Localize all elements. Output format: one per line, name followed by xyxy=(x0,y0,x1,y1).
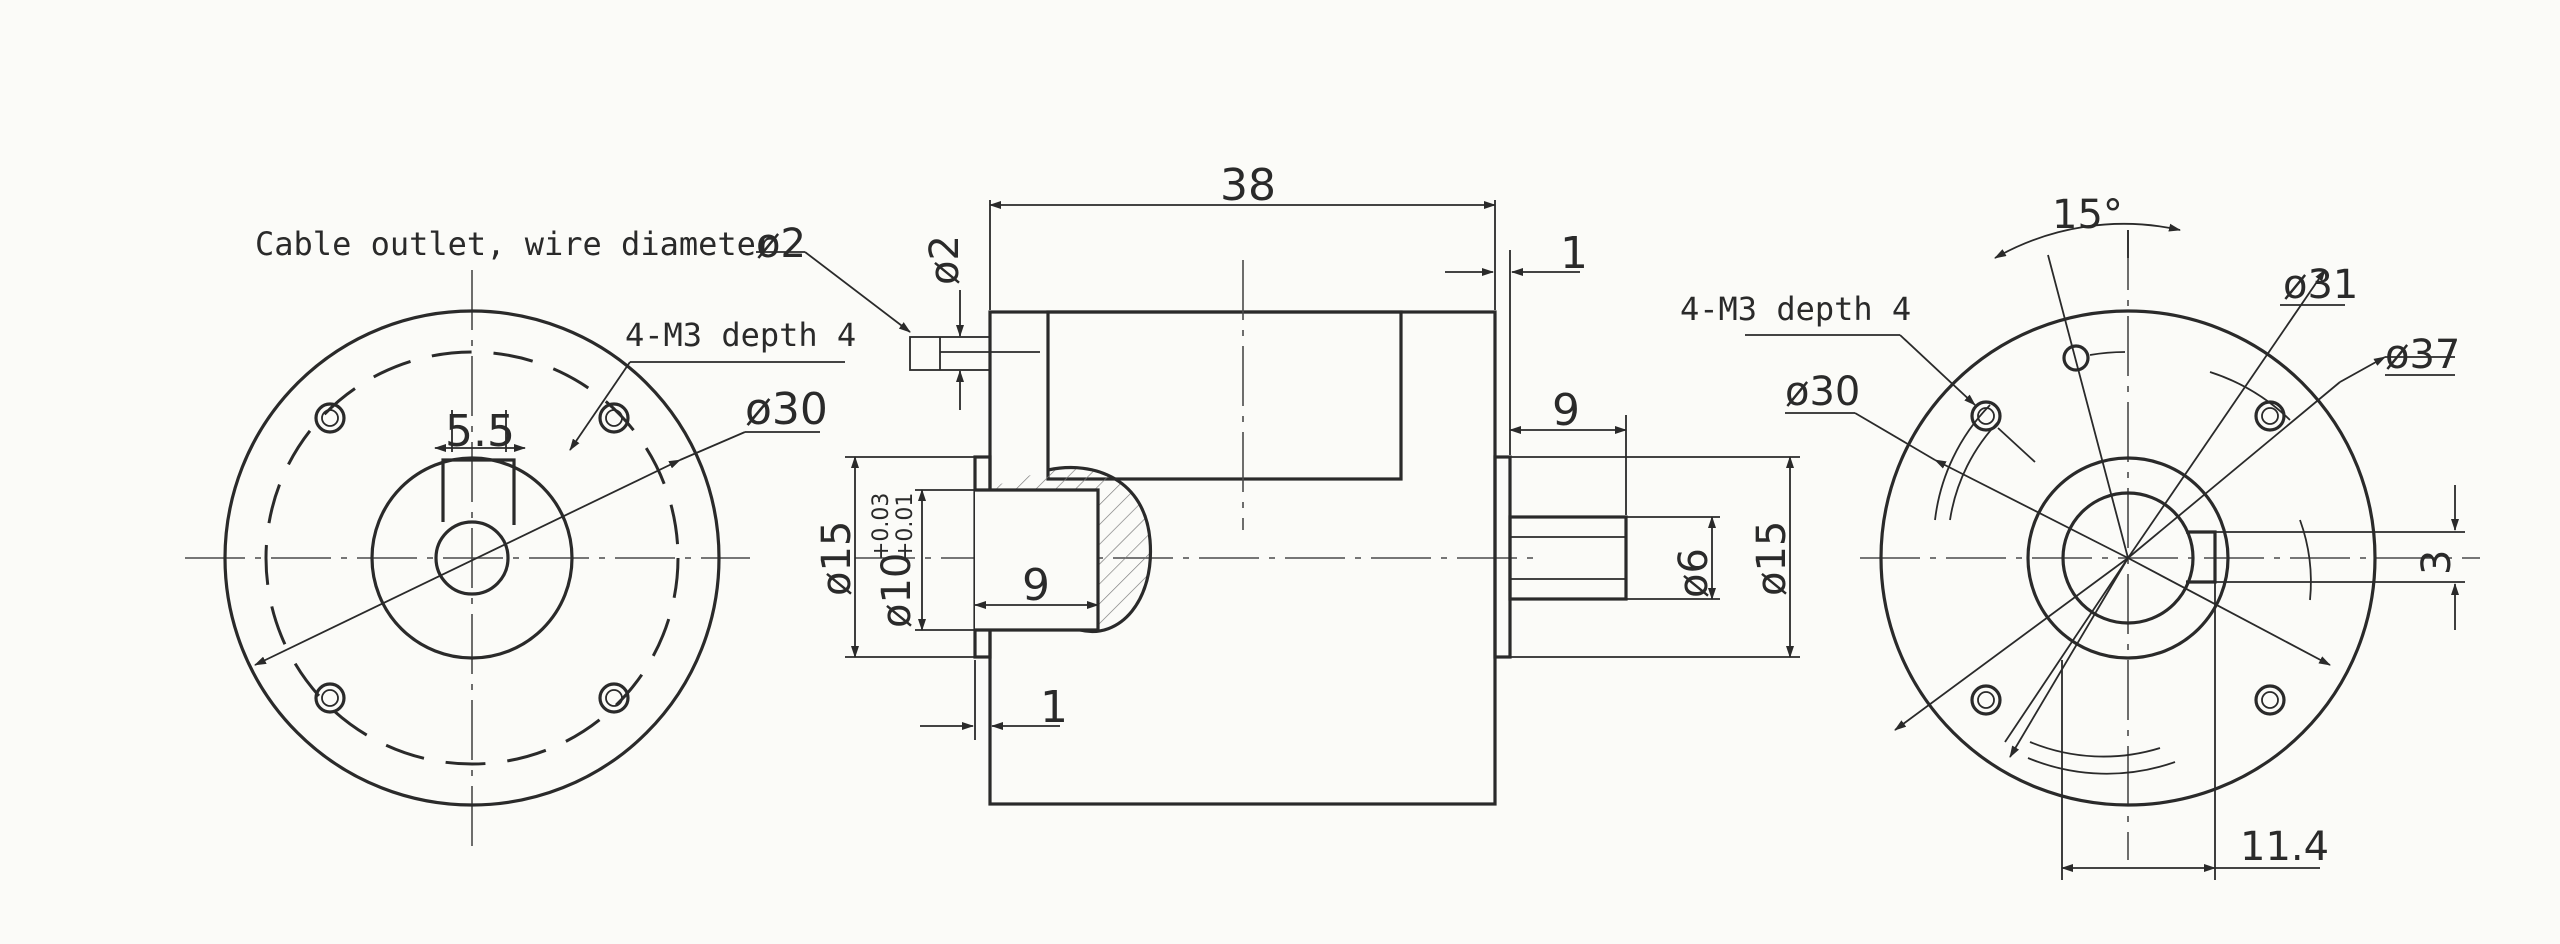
side-bore xyxy=(975,488,1100,632)
cable-outlet-label: Cable outlet, wire diameter xyxy=(255,225,775,263)
right-end-view: 15° ø31 ø37 ø30 4-M3 depth 4 3 11.4 xyxy=(1680,192,2480,880)
right-d31-label: ø31 xyxy=(2283,262,2358,308)
flange-bottom-thickness-label: 1 xyxy=(1040,682,1068,733)
right-holes-label: 4-M3 depth 4 xyxy=(1680,290,1911,328)
shaft-d6-label: ø6 xyxy=(1671,548,1717,598)
right-outer-circle xyxy=(1879,309,2377,807)
left-key-slot xyxy=(441,458,516,525)
right-d37-label: ø37 xyxy=(2385,332,2460,378)
left-outer-circle xyxy=(223,309,721,807)
bore-depth-label: 9 xyxy=(1022,560,1050,611)
flange-top-thickness-label: 1 xyxy=(1560,228,1588,279)
key-width-label: 3 xyxy=(2414,550,2460,575)
right-bore-circle xyxy=(2061,491,2195,625)
key-depth-label: 11.4 xyxy=(2240,824,2329,870)
side-top-recess xyxy=(1046,310,1403,481)
body-length-label: 38 xyxy=(1220,160,1276,211)
side-right-flange xyxy=(1493,455,1512,659)
cable-stub xyxy=(909,336,991,371)
right-d15-label: ø15 xyxy=(1749,521,1795,596)
side-shaft xyxy=(1508,515,1628,601)
left-bc-diameter-label: ø30 xyxy=(745,384,828,435)
left-d10-label: ø10 xyxy=(874,553,920,628)
left-holes-label: 4-M3 depth 4 xyxy=(625,316,856,354)
right-mount-holes xyxy=(1970,344,2286,716)
left-d15-label: ø15 xyxy=(814,521,860,596)
cable-diameter-v-label: ø2 xyxy=(922,235,968,285)
right-bc-diameter-label: ø30 xyxy=(1785,369,1860,415)
left-mount-holes xyxy=(314,402,630,714)
right-hub-circle xyxy=(2026,456,2230,660)
left-end-view: 5.5 ø30 4-M3 depth 4 Cable outlet, wire … xyxy=(185,221,911,850)
cable-outlet-phi-label: ø2 xyxy=(756,221,806,267)
left-key-width-label: 5.5 xyxy=(445,406,515,457)
left-d10-tol-up: +0.03 xyxy=(869,493,894,560)
side-view: 38 ø2 1 9 ø15 ø10 +0.03 +0.01 9 xyxy=(814,160,1800,806)
left-d10-tol-dn: +0.01 xyxy=(893,493,918,560)
shaft-length-label: 9 xyxy=(1552,385,1580,436)
right-key-slot xyxy=(2186,530,2217,584)
angle-label: 15° xyxy=(2052,192,2123,238)
